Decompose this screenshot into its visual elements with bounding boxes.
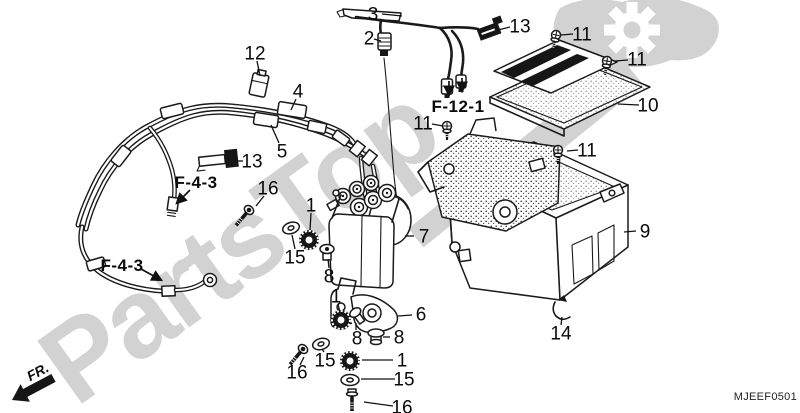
connector-cap bbox=[455, 74, 467, 92]
leader-line bbox=[381, 13, 403, 17]
part-number-label: 1 bbox=[397, 351, 408, 372]
leader-line bbox=[291, 234, 296, 250]
part-number-label: 11 bbox=[413, 114, 433, 135]
part-number-label: 1 bbox=[306, 196, 317, 217]
pipe-clamp-5 bbox=[252, 111, 280, 129]
screw-11 bbox=[601, 55, 613, 76]
leader-lines bbox=[140, 13, 640, 407]
ecu-tray bbox=[489, 39, 651, 137]
part-number-label: 10 bbox=[637, 96, 658, 117]
washer-15 bbox=[281, 221, 301, 235]
ref-label: F-4-3 bbox=[174, 173, 217, 192]
ref-label: F-4-3 bbox=[100, 256, 143, 275]
washer-15 bbox=[340, 373, 360, 387]
leader-line bbox=[321, 348, 325, 353]
leader-line bbox=[560, 33, 574, 36]
part-number-label: 6 bbox=[416, 305, 427, 326]
connector bbox=[377, 32, 392, 56]
bolt-16 bbox=[345, 388, 359, 411]
part-number-label: 8 bbox=[394, 328, 405, 349]
part-number-label: 15 bbox=[284, 248, 305, 269]
leader-line bbox=[566, 149, 579, 152]
part-number-label: 16 bbox=[391, 398, 412, 413]
clip-11 bbox=[552, 144, 564, 164]
pipe-nut bbox=[348, 139, 366, 158]
clamp-13-right bbox=[476, 15, 503, 41]
part-number-label: 1 bbox=[331, 287, 342, 308]
connector-cap bbox=[440, 78, 454, 98]
leader-line bbox=[614, 59, 629, 62]
ref-label: F-12-1 bbox=[431, 97, 484, 116]
collar-8 bbox=[349, 307, 366, 325]
ref-arrow bbox=[140, 268, 164, 282]
part-number-label: 3 bbox=[368, 5, 379, 26]
abs-modulator bbox=[326, 174, 412, 289]
clamp-13-left bbox=[196, 148, 239, 172]
bolt-16 bbox=[288, 343, 309, 366]
leader-line bbox=[255, 195, 265, 207]
clip-11 bbox=[441, 120, 453, 140]
diagram-code: MJEEF0501 bbox=[734, 391, 797, 403]
part-number-label: 15 bbox=[314, 351, 335, 372]
part-number-label: 9 bbox=[640, 222, 651, 243]
leader-line bbox=[327, 258, 330, 269]
leader-line bbox=[270, 124, 280, 144]
leader-line bbox=[397, 314, 413, 317]
collar-8 bbox=[367, 328, 385, 346]
part-number-label: 8 bbox=[352, 329, 363, 350]
leader-line bbox=[623, 230, 637, 233]
leader-line bbox=[256, 60, 261, 77]
leader-line bbox=[560, 316, 563, 326]
part-number-label: 14 bbox=[550, 324, 572, 345]
pipe-nut bbox=[360, 148, 378, 167]
grommet-1 bbox=[331, 310, 351, 330]
washer-15 bbox=[311, 337, 331, 351]
part-number-label: 7 bbox=[419, 227, 430, 248]
leader-line bbox=[299, 356, 305, 366]
part-number-label: 13 bbox=[509, 17, 530, 38]
gear-icon bbox=[604, 2, 660, 58]
leader-line bbox=[363, 401, 394, 407]
part-number-label: 11 bbox=[572, 25, 592, 46]
collar-8 bbox=[319, 243, 335, 261]
part-number-label: 15 bbox=[393, 370, 414, 391]
leader-line bbox=[290, 98, 297, 111]
part-number-label: 4 bbox=[293, 82, 304, 103]
ref-arrow bbox=[175, 189, 191, 205]
part-number-label: 12 bbox=[244, 44, 265, 65]
screw-11 bbox=[550, 29, 562, 49]
part-number-label: 11 bbox=[577, 141, 597, 162]
clamp-14 bbox=[552, 295, 571, 321]
leader-line bbox=[337, 303, 341, 314]
grommet-1 bbox=[299, 230, 319, 250]
part-number-label: 13 bbox=[241, 152, 262, 173]
leader-line bbox=[431, 123, 444, 127]
bolt-16 bbox=[234, 204, 255, 227]
grommet-1 bbox=[340, 351, 360, 371]
leader-line bbox=[497, 26, 511, 31]
part-number-label: 16 bbox=[257, 179, 278, 200]
part-number-label: 2 bbox=[364, 29, 375, 50]
hose-fitting bbox=[161, 285, 176, 297]
part-number-label: 8 bbox=[324, 267, 335, 288]
leader-line bbox=[309, 212, 312, 231]
part-number-label: 16 bbox=[286, 363, 307, 384]
pipe-clamp-4 bbox=[276, 100, 308, 120]
part-number-label: 11 bbox=[627, 50, 647, 71]
mount-bracket bbox=[417, 117, 561, 232]
leader-line bbox=[373, 38, 382, 42]
leader-line bbox=[617, 103, 640, 106]
part-number-label: 5 bbox=[277, 142, 288, 163]
